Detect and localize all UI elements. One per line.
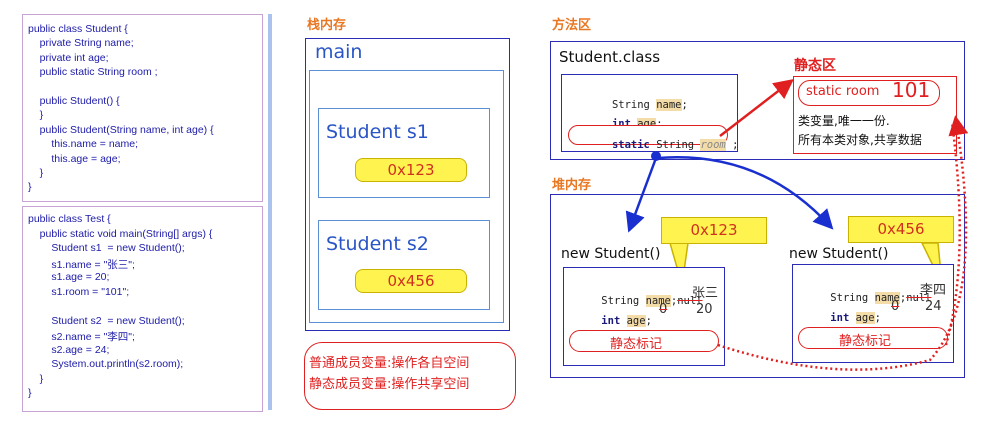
static-room-value: 101 <box>892 78 931 102</box>
object-1-address-callout: 0x123 <box>661 217 767 244</box>
code-line: } <box>28 372 44 385</box>
code-line: } <box>28 181 32 194</box>
code-line: public Student() { <box>28 95 120 107</box>
code-line: s2.age = 24; <box>28 343 110 356</box>
object-1-box: String name;null 张三 int age; 0 20 静态标记 <box>563 267 725 366</box>
note-line-1: 普通成员变量:操作各自空间 <box>309 356 470 371</box>
obj2-value-age: 24 <box>925 299 942 314</box>
code-line: s2.name = "李四"; <box>28 331 135 343</box>
obj1-type-int: int <box>601 315 621 327</box>
note-line-2: 静态成员变量:操作共享空间 <box>309 377 470 392</box>
code-line: s1.name = "张三"; <box>28 258 135 271</box>
static-area-box: static room 101 类变量,唯一一份. 所有本类对象,共享数据 <box>793 76 957 154</box>
address-s2: 0x456 <box>355 269 467 293</box>
stack-slot-s2: Student s2 0x456 <box>318 220 490 310</box>
object-2-address-callout: 0x456 <box>848 216 954 243</box>
code-line: } <box>28 167 44 179</box>
class-fields-box: String name; int age; static String room… <box>561 74 738 152</box>
student-class-code-box: public class Student { private String na… <box>22 14 263 202</box>
obj2-type-int: int <box>830 312 850 324</box>
obj1-value-name: 张三 <box>692 286 719 301</box>
note-bubble: 普通成员变量:操作各自空间 静态成员变量:操作共享空间 <box>304 342 516 410</box>
object-1-field-name: String name;null <box>601 295 703 307</box>
var-s2-label: Student s2 <box>326 233 429 255</box>
code-line: Student s2 = new Student(); <box>28 314 185 327</box>
code-line: public static String room ; <box>28 66 158 79</box>
address-s1: 0x123 <box>355 158 467 182</box>
field-static-keyword: static <box>611 139 650 151</box>
main-frame-inner: Student s1 0x123 Student s2 0x456 <box>309 70 504 323</box>
static-desc-line-1: 类变量,唯一一份. <box>798 114 890 128</box>
test-class-code-box: public class Test { public static void m… <box>22 206 263 412</box>
object-1-field-age: int age; <box>601 315 652 327</box>
code-line: public class Test { <box>28 213 111 225</box>
obj1-old-name: null <box>677 295 703 307</box>
obj2-old-age: 0 <box>891 299 900 314</box>
code-line: private int age; <box>28 51 109 64</box>
obj2-field-age: age <box>855 312 875 324</box>
object-2-static-tag-label: 静态标记 <box>839 334 892 349</box>
obj1-field-name: name <box>645 295 671 307</box>
object-2-static-tag: 静态标记 <box>798 327 948 349</box>
field-type-string: String <box>611 99 650 111</box>
code-line: this.name = name; <box>28 138 139 151</box>
object-2-field-age: int age; <box>830 312 881 324</box>
static-room-label: static room <box>806 84 880 99</box>
static-area-heading: 静态区 <box>794 58 836 74</box>
static-room-pill <box>798 80 940 106</box>
heap-heading: 堆内存 <box>552 178 592 193</box>
class-field-room: static String room ; <box>611 139 739 151</box>
field-type-string-2: String <box>656 139 695 151</box>
code-line: private String name; <box>28 37 134 50</box>
class-field-name: String name; <box>611 99 688 111</box>
obj1-old-age: 0 <box>659 302 668 317</box>
obj1-type-string: String <box>601 295 640 307</box>
code-line: s1.age = 20; <box>28 271 110 283</box>
obj1-field-age: age <box>626 315 646 327</box>
code-line: public Student(String name, int age) { <box>28 123 214 136</box>
code-line: } <box>28 109 44 122</box>
object-1-static-tag: 静态标记 <box>569 330 719 352</box>
object-2-label: new Student() <box>789 246 889 262</box>
method-area: Student.class String name; int age; stat… <box>550 41 965 160</box>
method-area-heading: 方法区 <box>552 18 592 33</box>
object-2-box: String name;null 李四 int age; 0 24 静态标记 <box>792 264 954 363</box>
code-line: Student s1 = new Student(); <box>28 242 185 254</box>
static-desc-line-2: 所有本类对象,共享数据 <box>798 133 922 147</box>
code-line: this.age = age; <box>28 152 121 165</box>
obj1-value-age: 20 <box>696 302 713 317</box>
code-line: public class Student { <box>28 23 128 35</box>
code-line: s1.room = "101"; <box>28 285 130 298</box>
code-line: public static void main(String[] args) { <box>28 227 213 240</box>
main-frame-label: main <box>315 41 363 63</box>
code-line: } <box>28 387 32 399</box>
class-name-label: Student.class <box>559 48 661 66</box>
obj2-value-name: 李四 <box>920 283 947 298</box>
object-1-static-tag-label: 静态标记 <box>610 337 663 352</box>
field-name-room: room <box>700 139 726 151</box>
code-line: System.out.println(s2.room); <box>28 358 184 370</box>
var-s1-label: Student s1 <box>326 121 429 143</box>
object-1-label: new Student() <box>561 246 661 262</box>
stack-frame: main Student s1 0x123 Student s2 0x456 <box>305 38 510 331</box>
field-name-name: name <box>656 99 682 111</box>
separator-bar <box>268 14 272 410</box>
stack-slot-s1: Student s1 0x123 <box>318 108 490 198</box>
stack-heading: 栈内存 <box>307 18 347 33</box>
